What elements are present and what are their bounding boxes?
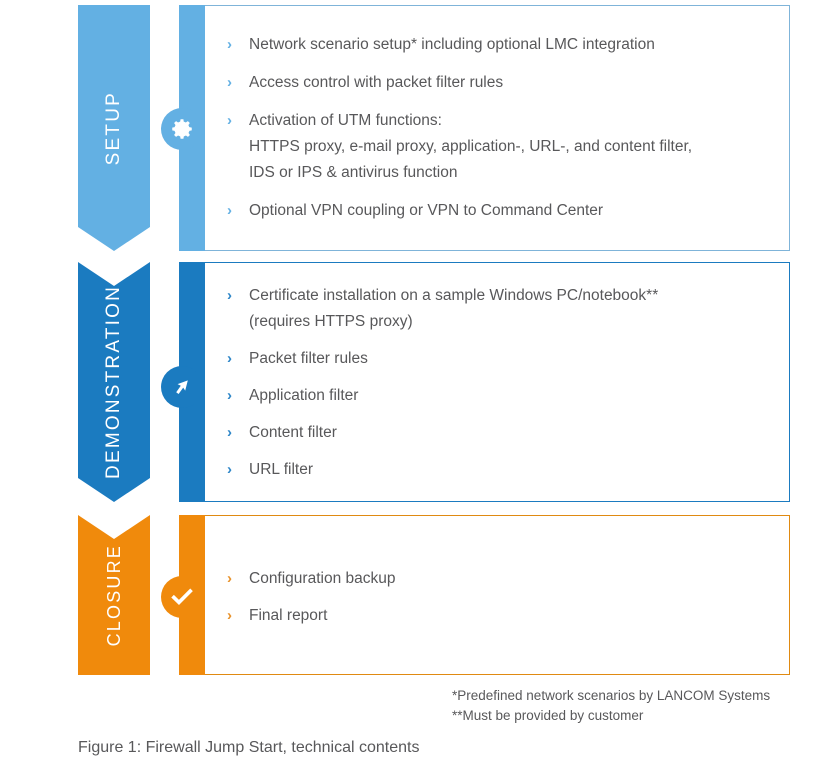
phase-demonstration-content: › Certificate installation on a sample W… [205, 262, 790, 502]
check-icon [161, 576, 203, 618]
figure-caption: Figure 1: Firewall Jump Start, technical… [78, 739, 420, 756]
banner-arrow-shape [78, 515, 150, 675]
list-item-text: URL filter [249, 461, 314, 478]
phase-closure: CLOSURE › Configuration backup › Final r… [0, 515, 818, 675]
list-item: › Packet filter rules [225, 346, 779, 372]
chevron-right-icon: › [227, 387, 232, 404]
list-item-subline: IDS or IPS & antivirus function [249, 164, 458, 181]
list-item: › Application filter [225, 383, 779, 409]
phase-setup-content: › Network scenario setup* including opti… [205, 5, 790, 251]
list-item: › Optional VPN coupling or VPN to Comman… [225, 198, 779, 224]
list-item-text: Final report [249, 607, 328, 624]
list-item-text: Configuration backup [249, 570, 396, 587]
chevron-right-icon: › [227, 36, 232, 53]
list-item: › Configuration backup [225, 566, 779, 592]
phase-demonstration: DEMONSTRATION › Certificate installation… [0, 262, 818, 502]
phase-setup-banner: SETUP [78, 5, 150, 251]
list-item: › Activation of UTM functions: HTTPS pro… [225, 108, 779, 186]
list-item-text: Network scenario setup* including option… [249, 36, 655, 53]
list-item-text: Content filter [249, 424, 337, 441]
phase-setup-list-wrap: › Network scenario setup* including opti… [225, 32, 779, 236]
list-item: › Network scenario setup* including opti… [225, 32, 779, 58]
chevron-right-icon: › [227, 607, 232, 624]
arrow-up-right-icon [161, 366, 203, 408]
list-item-text: Access control with packet filter rules [249, 74, 504, 91]
gear-icon-glyph [172, 119, 192, 139]
footnote-double-asterisk: **Must be provided by customer [452, 708, 644, 723]
list-item: › Final report [225, 603, 779, 629]
list-item: › Access control with packet filter rule… [225, 70, 779, 96]
phase-setup: SETUP › Network scenario setup* includin… [0, 5, 818, 251]
list-item-text: Activation of UTM functions: [249, 112, 442, 129]
phase-closure-content: › Configuration backup › Final report [205, 515, 790, 675]
chevron-right-icon: › [227, 74, 232, 91]
list-item-text: Packet filter rules [249, 350, 368, 367]
phase-demonstration-items: › Certificate installation on a sample W… [225, 283, 779, 483]
banner-arrow-shape [78, 5, 150, 251]
footnotes: *Predefined network scenarios by LANCOM … [452, 686, 770, 726]
chevron-right-icon: › [227, 350, 232, 367]
list-item: › Content filter [225, 420, 779, 446]
footnote-single-asterisk: *Predefined network scenarios by LANCOM … [452, 688, 771, 703]
check-icon-glyph [171, 588, 193, 606]
phase-demonstration-banner: DEMONSTRATION [78, 262, 150, 502]
phase-closure-list-wrap: › Configuration backup › Final report [225, 566, 779, 640]
chevron-right-icon: › [227, 570, 232, 587]
chevron-right-icon: › [227, 461, 232, 478]
phase-closure-label: CLOSURE [103, 543, 124, 647]
phase-demonstration-label: DEMONSTRATION [103, 285, 124, 479]
list-item-text: Application filter [249, 387, 359, 404]
list-item-subline: HTTPS proxy, e-mail proxy, application-,… [249, 138, 693, 155]
phase-closure-items: › Configuration backup › Final report [225, 566, 779, 629]
list-item-text: Optional VPN coupling or VPN to Command … [249, 202, 604, 219]
list-item-subline: (requires HTTPS proxy) [249, 313, 413, 330]
list-item: › Certificate installation on a sample W… [225, 283, 779, 335]
phase-demonstration-list-wrap: › Certificate installation on a sample W… [225, 283, 779, 494]
gear-icon [161, 108, 203, 150]
phase-setup-label: SETUP [103, 90, 124, 166]
chevron-right-icon: › [227, 112, 232, 129]
chevron-right-icon: › [227, 424, 232, 441]
phase-setup-items: › Network scenario setup* including opti… [225, 32, 779, 224]
chevron-right-icon: › [227, 202, 232, 219]
list-item-text: Certificate installation on a sample Win… [249, 287, 659, 304]
phase-closure-banner: CLOSURE [78, 515, 150, 675]
chevron-right-icon: › [227, 287, 232, 304]
arrow-up-right-icon-glyph [176, 380, 188, 394]
banner-arrow-shape [78, 262, 150, 502]
list-item: › URL filter [225, 457, 779, 483]
